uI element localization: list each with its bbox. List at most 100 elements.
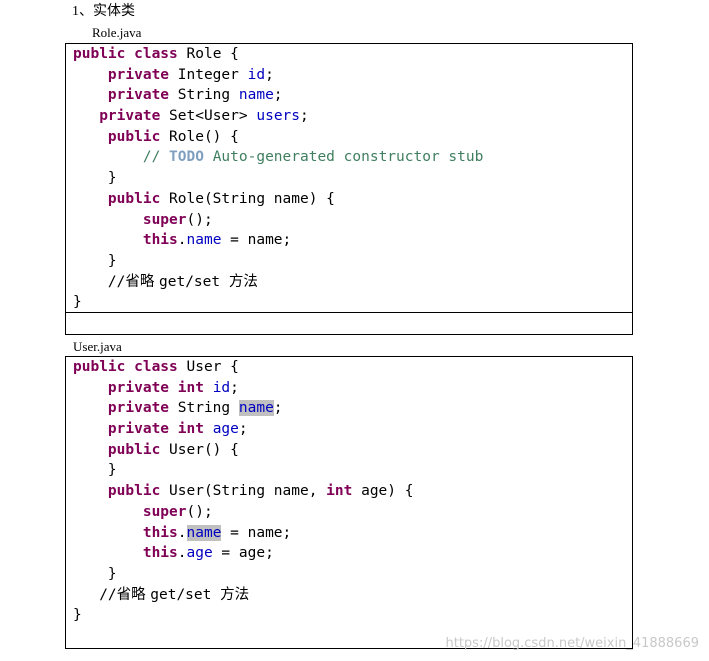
code-token: id (212, 379, 231, 396)
code-token: 方法 (228, 273, 258, 290)
code-line: // TODO Auto-generated constructor stub (73, 147, 632, 168)
code-token: User(String name, (169, 483, 327, 500)
code-token (73, 380, 108, 396)
code-line: } (73, 564, 632, 585)
code-token: . (177, 524, 187, 541)
code-block-user: public class User { private int id; priv… (73, 357, 632, 626)
code-token: Set<User> (169, 108, 257, 125)
code-token: private (99, 108, 170, 125)
code-line: public Role(String name) { (73, 189, 632, 210)
code-line: } (73, 460, 632, 481)
code-line: private Integer id; (73, 65, 632, 86)
code-token (73, 212, 143, 228)
code-token: TODO (169, 149, 204, 166)
empty-table-row (65, 313, 633, 335)
code-token: ; (238, 421, 248, 438)
code-token: } (73, 462, 117, 479)
code-token: public class (73, 359, 187, 375)
code-token: Integer (177, 66, 248, 83)
code-token: } (73, 294, 82, 311)
code-token: } (73, 252, 117, 269)
code-token: // (73, 273, 126, 290)
code-token: // (142, 149, 170, 166)
code-token: 方法 (220, 586, 250, 603)
code-token: public class (73, 46, 187, 62)
code-token: (); (186, 211, 213, 228)
code-line: public User(String name, int age) { (73, 481, 632, 502)
code-token: Role(String name) { (169, 190, 335, 207)
code-line: private int age; (73, 419, 632, 440)
code-token (73, 232, 143, 248)
filename-role: Role.java (92, 25, 142, 40)
code-token (73, 400, 108, 416)
code-token: super (142, 503, 187, 520)
code-block-role: public class Role { private Integer id; … (73, 44, 632, 313)
code-token: public (107, 190, 170, 207)
code-token: public (107, 441, 170, 458)
code-token (73, 525, 143, 541)
code-token: Role() { (169, 128, 239, 145)
code-line: private int id; (73, 378, 632, 399)
code-token: name (238, 400, 274, 417)
code-line: } (73, 168, 632, 189)
code-token: name (238, 87, 274, 104)
code-line: public User() { (73, 440, 632, 461)
code-token (73, 504, 143, 520)
code-token (73, 149, 143, 165)
code-token: get/set (159, 273, 229, 290)
code-token (73, 108, 99, 124)
code-token: 省略 (125, 273, 159, 290)
code-line: private String name; (73, 85, 632, 106)
code-line: this.name = name; (73, 230, 632, 251)
code-line: public Role() { (73, 127, 632, 148)
code-token: (); (186, 503, 213, 520)
code-token: ; (273, 87, 283, 104)
code-token: ; (230, 379, 239, 396)
code-token: = name; (221, 232, 292, 249)
code-token: . (177, 545, 187, 562)
code-token: 省略 (116, 586, 151, 603)
code-token: private (107, 66, 178, 83)
code-line: this.age = age; (73, 543, 632, 564)
code-token: // (73, 586, 117, 603)
code-token: age) { (361, 483, 414, 500)
code-token (73, 483, 108, 499)
code-token (73, 421, 108, 437)
code-token: ; (273, 400, 283, 417)
code-token: = name; (221, 524, 292, 541)
code-token: private (107, 87, 178, 104)
code-token: private int (107, 379, 213, 396)
code-line: } (73, 292, 632, 313)
code-token: . (177, 232, 187, 249)
code-token: super (142, 211, 187, 228)
code-token: id (247, 66, 266, 83)
code-line: //省略 get/set 方法 (73, 272, 632, 293)
code-token (73, 87, 108, 103)
code-token: String (177, 400, 239, 417)
code-line: super(); (73, 502, 632, 523)
code-token: age (186, 545, 213, 562)
code-line: //省略 get/set 方法 (73, 585, 632, 606)
code-token: Auto-generated constructor stub (203, 149, 484, 166)
code-token: users (256, 108, 301, 125)
code-token: = age; (212, 545, 274, 562)
code-token: } (73, 565, 117, 582)
code-token: name (186, 232, 222, 249)
code-token: public (107, 483, 170, 500)
code-token: private int (107, 421, 213, 438)
code-token: get/set (150, 586, 221, 603)
code-token: Role { (186, 46, 239, 62)
code-token: } (73, 170, 117, 187)
code-token: ; (300, 108, 309, 125)
code-token: ; (265, 66, 274, 83)
code-token: User() { (169, 441, 239, 458)
code-token: public (107, 128, 170, 145)
code-box-user: public class User { private int id; priv… (65, 356, 633, 649)
code-token (73, 191, 108, 207)
code-token: String (177, 87, 239, 104)
code-token: name (186, 524, 222, 541)
code-token (73, 67, 108, 83)
filename-user: User.java (73, 339, 122, 354)
code-token: int (326, 483, 362, 500)
code-line: } (73, 605, 632, 626)
